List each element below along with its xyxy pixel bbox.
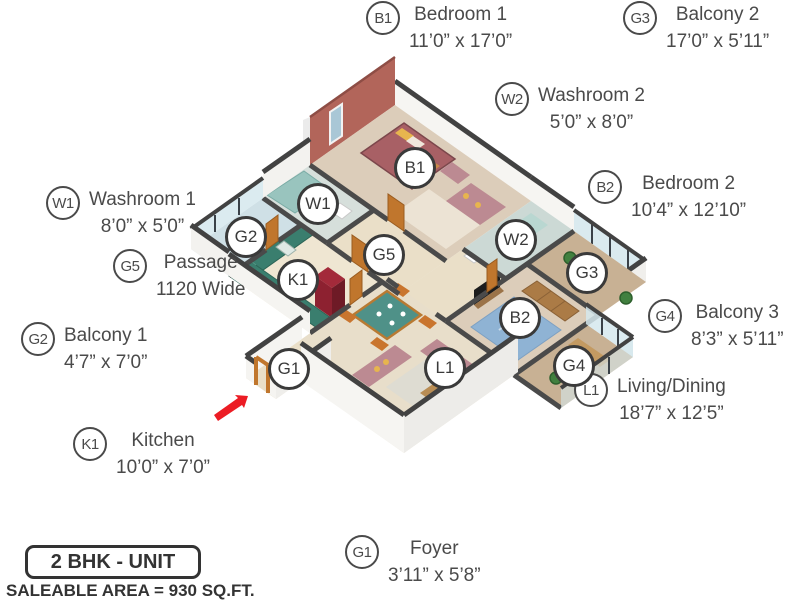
dining-table [350, 289, 424, 341]
entrance-arrow [214, 395, 248, 421]
g5-hall-floor [403, 249, 506, 321]
plan-marker-bedroom1: B1 [394, 147, 436, 189]
plan-marker-washroom1: W1 [297, 183, 339, 225]
fridge [315, 276, 332, 318]
room-dims: 11’0” x 17’0” [409, 31, 513, 52]
room-name: Washroom 1 [89, 189, 196, 210]
room-dims: 4’7” x 7’0” [64, 352, 148, 373]
room-dims: 8’3” x 5’11” [691, 329, 784, 350]
room-label-washroom1: W1 Washroom 1 8’0” x 5’0” [46, 186, 196, 240]
room-code-badge: G2 [21, 322, 55, 356]
room-dims: 3’11” x 5’8” [388, 565, 481, 586]
plan-marker-passage: G5 [363, 234, 405, 276]
plan-marker-kitchen: K1 [277, 259, 319, 301]
room-name: Balcony 3 [695, 302, 780, 323]
marker-code: G1 [277, 359, 301, 378]
room-label-washroom2: W2 Washroom 2 5’0” x 8’0” [495, 82, 645, 136]
room-label-living-dining: L1 Living/Dining 18’7” x 12’5” [574, 373, 726, 427]
room-code-badge: B1 [366, 1, 400, 35]
bedroom1-window [329, 102, 343, 146]
room-name: Passage [163, 252, 238, 273]
room-label-foyer: G1 Foyer 3’11” x 5’8” [345, 535, 481, 589]
interior-walls [227, 162, 601, 411]
room-dims: 17’0” x 5’11” [666, 31, 770, 52]
marker-code: G5 [372, 245, 396, 264]
tv-console [474, 287, 504, 309]
room-code-badge: W2 [495, 82, 529, 116]
marker-code: B1 [404, 158, 426, 177]
plan-marker-washroom2: W2 [495, 219, 537, 261]
marker-code: W2 [503, 230, 529, 249]
marker-code: K1 [287, 270, 309, 289]
room-label-bedroom1: B1 Bedroom 1 11’0” x 17’0” [366, 1, 512, 55]
marker-code: G2 [234, 227, 258, 246]
room-dims: 8’0” x 5’0” [100, 216, 185, 237]
room-label-bedroom2: B2 Bedroom 2 10’4” x 12’10” [588, 170, 746, 224]
room-code-badge: G4 [648, 299, 682, 333]
kitchen-sink [275, 240, 297, 257]
room-code-badge: G3 [623, 1, 657, 35]
room-code-badge: K1 [73, 427, 107, 461]
room-code-badge: B2 [588, 170, 622, 204]
plan-marker-living-dining: L1 [424, 347, 466, 389]
room-name: Bedroom 2 [642, 173, 736, 194]
marker-code: G3 [575, 263, 599, 282]
room-label-passage: G5 Passage 1120 Wide [113, 249, 245, 303]
plan-marker-bedroom2: B2 [499, 297, 541, 339]
room-code-badge: G1 [345, 535, 379, 569]
plan-marker-balcony2: G3 [566, 252, 608, 294]
room-dims: 5’0” x 8’0” [549, 112, 634, 133]
room-code-badge: W1 [46, 186, 80, 220]
room-dims: 18’7” x 12’5” [619, 403, 724, 424]
accent-wall [303, 55, 396, 168]
sofa-2 [352, 345, 412, 387]
room-dims: 10’4” x 12’10” [631, 200, 747, 221]
room-name: Balcony 2 [675, 4, 760, 25]
marker-code: G4 [562, 356, 586, 375]
room-name: Washroom 2 [538, 85, 645, 106]
room-code-badge: G5 [113, 249, 147, 283]
room-dims: 10’0” x 7’0” [116, 457, 210, 478]
room-name: Living/Dining [617, 376, 726, 397]
room-name: Foyer [410, 538, 459, 559]
marker-code: L1 [435, 358, 455, 377]
room-label-kitchen: K1 Kitchen 10’0” x 7’0” [73, 427, 210, 481]
room-label-balcony3: G4 Balcony 3 8’3” x 5’11” [648, 299, 784, 353]
plan-marker-foyer: G1 [268, 348, 310, 390]
room-dims: 1120 Wide [156, 279, 246, 300]
marker-code: W1 [305, 194, 331, 213]
marker-code: B2 [509, 308, 531, 327]
room-name: Balcony 1 [64, 325, 148, 346]
room-label-balcony1: G2 Balcony 1 4’7” x 7’0” [21, 322, 147, 376]
room-label-balcony2: G3 Balcony 2 17’0” x 5’11” [623, 1, 769, 55]
saleable-area-text: SALEABLE AREA = 930 SQ.FT. [6, 581, 255, 600]
plan-marker-balcony1: G2 [225, 216, 267, 258]
plan-marker-balcony3: G4 [553, 345, 595, 387]
unit-type-box: 2 BHK - UNIT [25, 545, 201, 579]
room-name: Kitchen [131, 430, 195, 451]
room-name: Bedroom 1 [414, 4, 508, 25]
